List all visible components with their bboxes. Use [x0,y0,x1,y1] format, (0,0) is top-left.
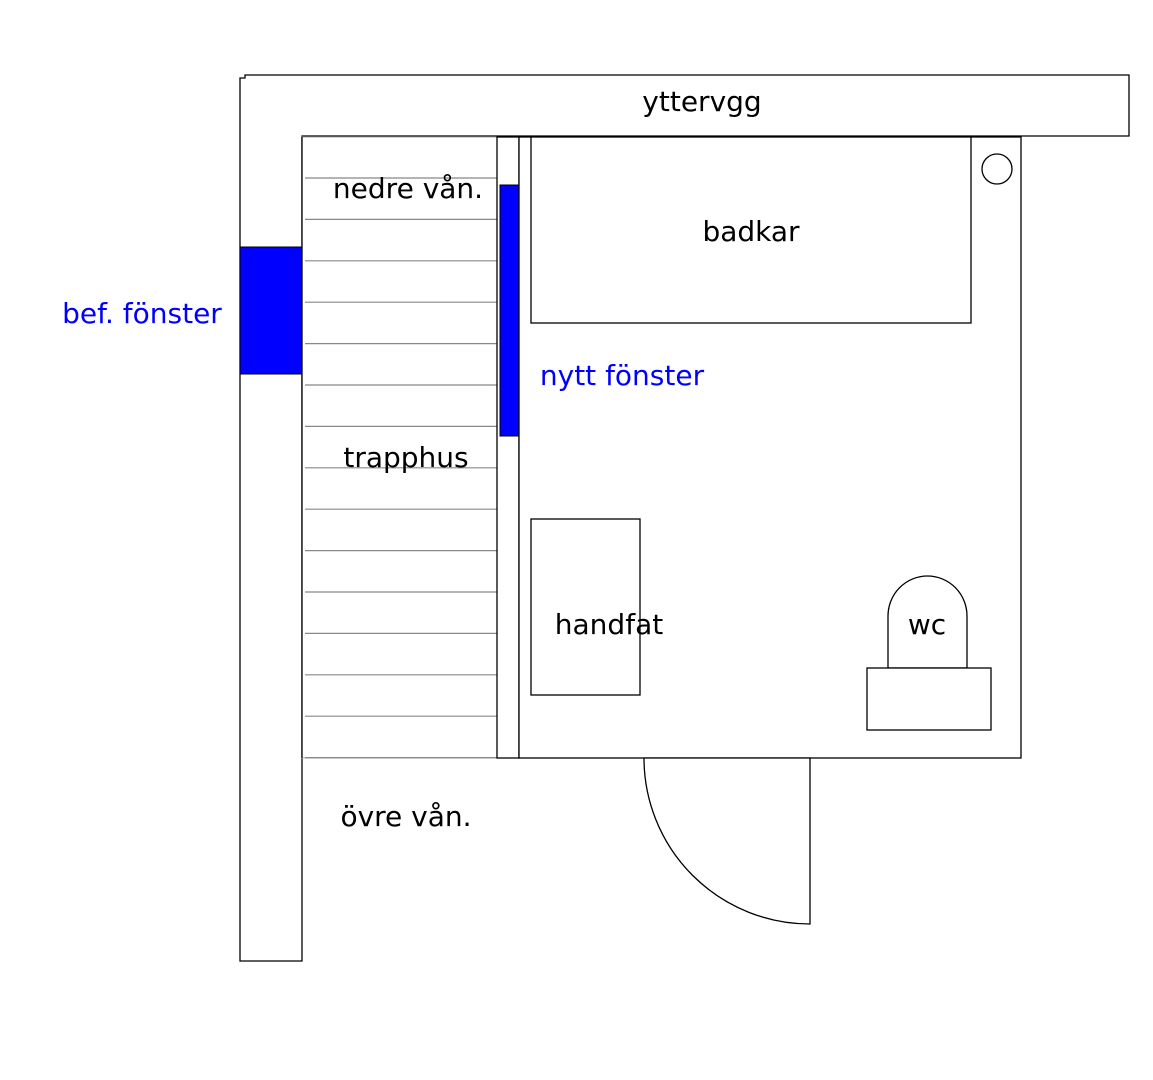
upper-floor-label: övre vån. [340,800,471,833]
sink [530,518,641,696]
outer-wall [239,74,1130,962]
bathtub [530,136,972,324]
toilet-tank [866,667,992,731]
stairwell [301,136,498,759]
outer-wall-label: yttervgg [642,85,761,118]
lower-floor-label: nedre vån. [333,172,483,205]
bathtub-label: badkar [702,215,800,248]
drain-icon [981,153,1013,185]
stairwell-label: trapphus [343,441,468,474]
toilet-bowl [887,575,968,669]
existing-window-label: bef. fönster [62,297,222,330]
sink-label: handfat [555,608,663,641]
existing-window [239,246,303,375]
door-swing [643,757,811,925]
new-window [499,184,520,437]
toilet-label: wc [908,608,946,641]
new-window-label: nytt fönster [540,359,705,392]
